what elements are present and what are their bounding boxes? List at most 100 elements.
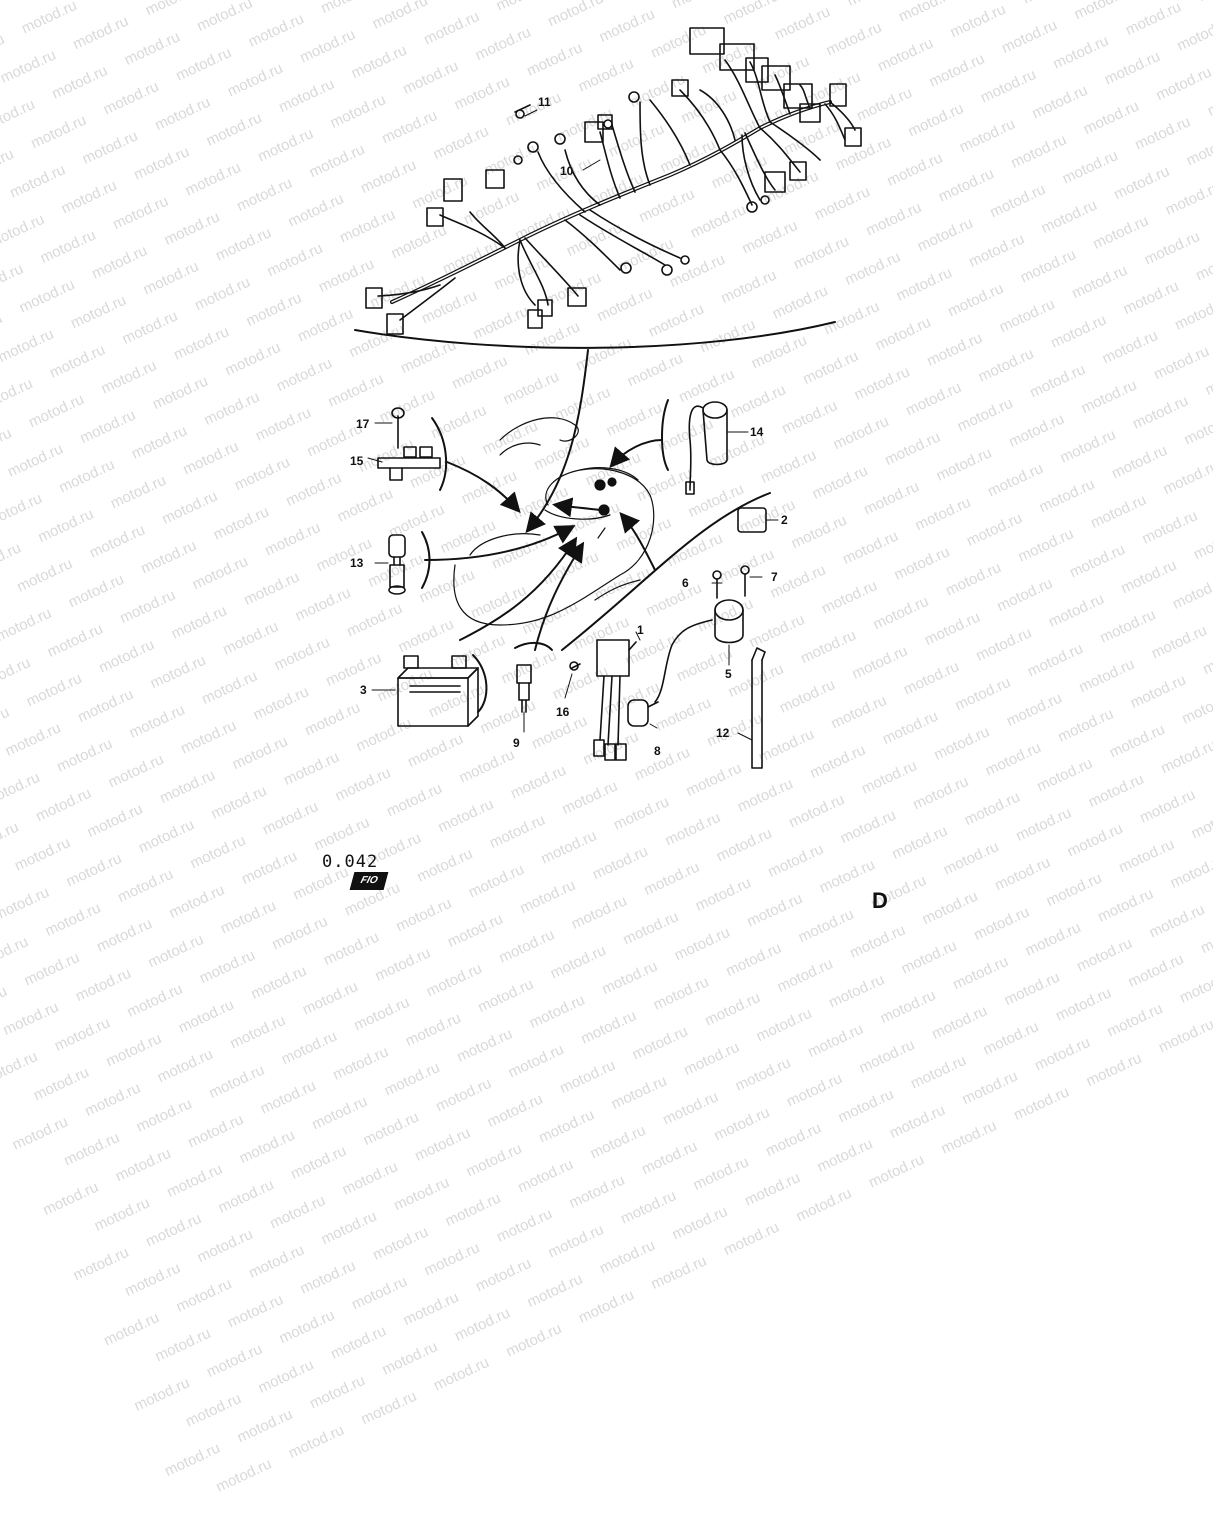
watermark-text: motod.ru [372,944,433,984]
watermark-text: motod.ru [433,1075,494,1115]
watermark-text: motod.ru [681,1039,742,1079]
watermark-text: motod.ru [445,910,506,950]
watermark-text: motod.ru [92,1194,153,1234]
watermark-text: motod.ru [145,931,206,971]
watermark-text: motod.ru [597,1237,658,1277]
watermark-text: motod.ru [1198,917,1213,957]
watermark-text: motod.ru [370,1223,431,1263]
watermark-text: motod.ru [950,953,1011,993]
watermark-text: motod.ru [298,1257,359,1297]
part-13-fuse-holder [375,535,405,594]
watermark-text: motod.ru [185,1111,246,1151]
watermark-text: motod.ru [793,1185,854,1225]
watermark-text: motod.ru [464,1140,525,1180]
watermark-text: motod.ru [576,1286,637,1326]
watermark-text: motod.ru [71,1244,132,1284]
watermark-text: motod.ru [153,1325,214,1365]
callout-9: 9 [513,737,520,749]
watermark-text: motod.ru [1156,1016,1213,1056]
watermark-text: motod.ru [866,1151,927,1191]
callout-8: 8 [654,745,661,757]
watermark-text: motod.ru [847,921,908,961]
watermark-text: motod.ru [1053,984,1114,1024]
watermark-text: motod.ru [40,1179,101,1219]
callout-12: 12 [716,727,729,739]
watermark-text: motod.ru [358,1388,419,1428]
watermark-text: motod.ru [174,1275,235,1315]
wire-harness [366,28,861,334]
watermark-text: motod.ru [588,1122,649,1162]
watermark-text: motod.ru [10,1113,71,1153]
watermark-text: motod.ru [857,1036,918,1076]
watermark-text: motod.ru [929,1002,990,1042]
callout-3: 3 [360,684,367,696]
watermark-text: motod.ru [330,1043,391,1083]
watermark-text: motod.ru [763,1120,824,1160]
diagram-drawing [0,0,1213,910]
watermark-text: motod.ru [255,1356,316,1396]
watermark-text: motod.ru [197,947,258,987]
watermark-text: motod.ru [351,994,412,1034]
watermark-text: motod.ru [908,1052,969,1092]
watermark-text: motod.ru [672,924,733,964]
watermark-text: motod.ru [639,1138,700,1178]
watermark-text: motod.ru [422,1239,483,1279]
part-12-band [738,648,765,768]
watermark-text: motod.ru [452,1304,513,1344]
part-15-bracket [368,408,440,480]
callout-16: 16 [556,706,569,718]
watermark-text: motod.ru [515,1156,576,1196]
watermark-text: motod.ru [1083,1050,1144,1090]
watermark-text: motod.ru [258,1077,319,1117]
watermark-text: motod.ru [796,906,857,946]
watermark-text: motod.ru [784,1070,845,1110]
callout-2: 2 [781,514,788,526]
watermark-text: motod.ru [122,1260,183,1300]
watermark-text: motod.ru [195,1226,256,1266]
watermark-text: motod.ru [143,1210,204,1250]
watermark-text: motod.ru [702,989,763,1029]
watermark-text: motod.ru [412,1124,473,1164]
watermark-text: motod.ru [660,1088,721,1128]
watermark-text: motod.ru [277,1307,338,1347]
watermark-text: motod.ru [567,1172,628,1212]
watermark-text: motod.ru [206,1061,267,1101]
watermark-text: motod.ru [82,1080,143,1120]
callout-1: 1 [637,624,644,636]
watermark-text: motod.ru [609,1072,670,1112]
part-8-plug-cap [628,700,658,728]
corner-mark: D [872,888,888,914]
watermark-text: motod.ru [959,1068,1020,1108]
watermark-text: motod.ru [328,1322,389,1362]
watermark-text: motod.ru [536,1106,597,1146]
watermark-text: motod.ru [443,1190,504,1230]
watermark-text: motod.ru [0,1048,40,1088]
watermark-text: motod.ru [176,996,237,1036]
watermark-text: motod.ru [742,1169,803,1209]
watermark-text: motod.ru [94,915,155,955]
watermark-text: motod.ru [132,1374,193,1414]
figure-code: 0.042 [322,852,378,872]
watermark-text: motod.ru [309,1093,370,1133]
part-9-sensor [517,665,531,732]
watermark-text: motod.ru [288,1142,349,1182]
watermark-text: motod.ru [524,1271,585,1311]
watermark-text: motod.ru [61,1129,122,1169]
part-2-relay [738,508,778,532]
watermark-text: motod.ru [578,1007,639,1047]
watermark-text: motod.ru [836,1086,897,1126]
watermark-text: motod.ru [237,1127,298,1167]
watermark-text: motod.ru [887,1102,948,1142]
watermark-text: motod.ru [213,1455,274,1495]
watermark-text: motod.ru [1011,1083,1072,1123]
part-6-7-screws [712,566,762,598]
watermark-text: motod.ru [503,1320,564,1360]
watermark-text: motod.ru [775,955,836,995]
watermark-text: motod.ru [899,937,960,977]
watermark-text: motod.ru [721,1219,782,1259]
watermark-text: motod.ru [321,929,382,969]
watermark-text: motod.ru [73,965,134,1005]
watermark-text: motod.ru [485,1091,546,1131]
watermark-text: motod.ru [938,1117,999,1157]
watermark-text: motod.ru [1002,969,1063,1009]
